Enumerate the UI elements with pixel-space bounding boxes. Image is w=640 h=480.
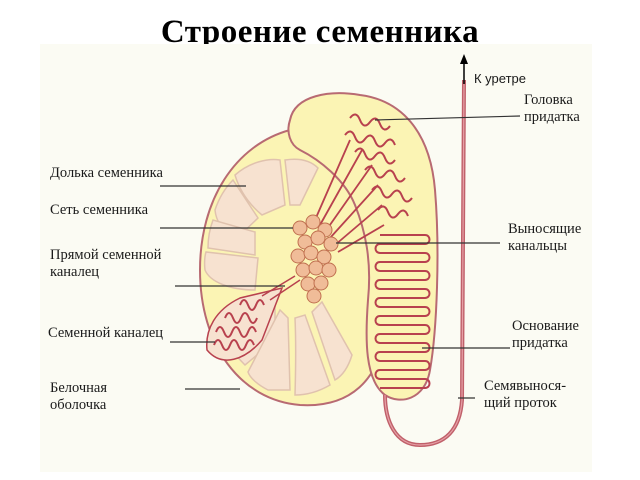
- lobule: [203, 251, 259, 291]
- seminiferous-tubule-label: Семенной каналец: [48, 325, 164, 341]
- vas-deferens-label: Семявынося- щий проток: [484, 378, 566, 412]
- seminiferous-tubule-lobule: [206, 286, 284, 361]
- vas-deferens-label-line2: щий проток: [484, 395, 557, 411]
- tunica-label-line2: оболочка: [50, 397, 107, 413]
- lobule-label: Долька семенника: [50, 165, 163, 181]
- straight-tubule-label: Прямой семенной каналец: [50, 247, 161, 281]
- rete-label: Сеть семенника: [50, 202, 149, 218]
- straight-tubule-label-line2: каналец: [50, 264, 100, 280]
- efferent-label-line1: Выносящие: [508, 221, 582, 237]
- rete-testis: [290, 214, 339, 304]
- lobule: [247, 308, 291, 391]
- epididymis-base-label-line2: придатка: [512, 335, 568, 351]
- lobule: [284, 158, 319, 206]
- urethra-label: К уретре: [474, 71, 526, 86]
- vas-deferens-inner: [384, 79, 465, 446]
- epididymis-body-coil: [374, 234, 431, 389]
- lobule: [311, 300, 353, 382]
- efferent-label: Выносящие канальцы: [508, 221, 581, 255]
- lobule: [294, 314, 331, 396]
- leader-lines: [160, 115, 521, 399]
- seminiferous-tubule-coil: [213, 299, 265, 351]
- epididymis-base-label: Основание придатка: [512, 318, 579, 352]
- tunica-label-line1: Белочная: [50, 380, 108, 396]
- lobule: [234, 158, 286, 216]
- epididymis-head-label-line2: придатка: [524, 109, 580, 125]
- arrow-up-icon: [460, 54, 468, 84]
- epididymis-head-coil: [344, 113, 413, 219]
- epididymis-base-label-line1: Основание: [512, 318, 579, 334]
- epididymis-head-label-line1: Головка: [524, 92, 573, 108]
- efferent-ductules: [314, 139, 385, 253]
- page-title: Строение семенника: [160, 14, 480, 46]
- epididymis-head-label: Головка придатка: [524, 92, 580, 126]
- efferent-label-line2: канальцы: [508, 238, 567, 254]
- straight-tubule-label-line1: Прямой семенной: [50, 247, 162, 263]
- tunica-label: Белочная оболочка: [50, 380, 107, 414]
- vas-deferens-label-line1: Семявынося-: [484, 378, 567, 394]
